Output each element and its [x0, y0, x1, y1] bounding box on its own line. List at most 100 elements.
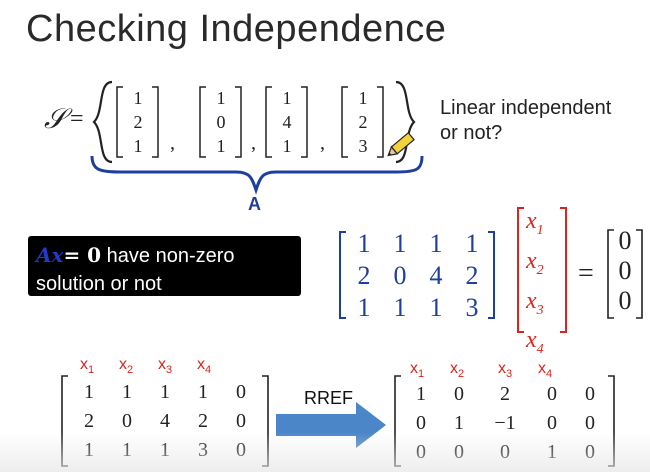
aug-cell: 1	[84, 381, 94, 403]
vector-entry: 2	[133, 112, 143, 132]
matrix-a-cell: 1	[357, 229, 371, 258]
x-var: x	[526, 287, 537, 314]
comma: ,	[251, 132, 256, 154]
rref-cell: 0	[547, 412, 557, 434]
matrix-a-cell: 1	[429, 229, 443, 258]
matrix-a-cell: 4	[429, 261, 443, 290]
matrix-a-brackets	[339, 231, 495, 319]
vector-entry: 1	[133, 88, 143, 108]
col-label: x	[498, 360, 506, 377]
left-curly-brace	[92, 80, 113, 164]
rref-cell: 0	[585, 383, 595, 405]
vector-entry: 4	[282, 112, 292, 132]
rref-cell: 1	[454, 412, 464, 434]
pencil-icon	[387, 131, 415, 157]
vector-4: 1 2 3	[356, 86, 370, 158]
col-label: x	[158, 356, 166, 373]
matrix-a-label: A	[248, 194, 261, 214]
matrix-a-cell: 2	[465, 261, 479, 290]
rref-cell: 0	[416, 412, 426, 434]
zero-vector: 0 0 0	[615, 226, 635, 316]
aug-cell: 0	[236, 381, 246, 403]
matrix-a-cell: 1	[429, 293, 443, 322]
x-sub: 4	[536, 342, 544, 358]
col-sub: 4	[546, 368, 553, 381]
aug-cell: 1	[160, 381, 170, 403]
vector-brackets	[116, 86, 384, 158]
comma: ,	[320, 132, 325, 154]
x-var: x	[526, 327, 537, 354]
page-title: Checking Independence	[26, 8, 447, 50]
ax-term: Ax	[36, 243, 64, 267]
col-label: x	[80, 356, 88, 373]
independence-question: Linear independent or not?	[440, 96, 611, 146]
rref-cell: 0	[547, 383, 557, 405]
matrix-equals: =	[578, 258, 594, 289]
col-label: x	[197, 356, 205, 373]
vector-entry: 1	[358, 88, 368, 108]
rref-label: RREF	[304, 388, 353, 408]
col-label: x	[450, 360, 458, 377]
rref-cell: −1	[494, 412, 516, 434]
vector-entry: 2	[358, 112, 368, 132]
right-curly-brace	[395, 80, 416, 164]
vector-entry: 3	[358, 136, 368, 156]
question-box-text: have non-zero	[101, 245, 235, 267]
matrix-a-cell: 1	[357, 293, 371, 322]
col-sub: 3	[506, 368, 513, 381]
set-symbol: 𝒮	[44, 104, 66, 135]
augmented-column-labels: x1 x2 x3 x4	[80, 356, 236, 376]
col-sub: 4	[205, 364, 212, 377]
equals-zero: = 0	[63, 243, 102, 267]
vector-entry: 1	[216, 88, 226, 108]
col-sub: 1	[88, 364, 95, 377]
underbrace	[90, 155, 424, 195]
matrix-a-cell: 1	[465, 229, 479, 258]
x-sub: 1	[536, 222, 544, 238]
vector-entry: 1	[216, 136, 226, 156]
col-label: x	[538, 360, 546, 377]
x-sub: 3	[536, 302, 544, 318]
matrix-a-cell: 0	[393, 261, 407, 290]
vector-entry: 1	[133, 136, 143, 156]
col-sub: 2	[127, 364, 134, 377]
vector-3: 1 4 1	[280, 86, 294, 158]
aug-cell: 1	[122, 381, 132, 403]
rref-cell: 0	[585, 412, 595, 434]
x-var: x	[526, 247, 537, 274]
rref-column-labels: x1 x2 x3 x4	[410, 360, 578, 380]
question-box-line-2: solution or not	[36, 273, 162, 295]
aug-cell: 2	[198, 410, 208, 432]
matrix-a-cell: 2	[357, 261, 371, 290]
aug-cell: 0	[122, 410, 132, 432]
col-sub: 1	[418, 368, 425, 381]
matrix-a-cell: 1	[393, 293, 407, 322]
zero-entry: 0	[618, 286, 632, 315]
aug-cell: 2	[84, 410, 94, 432]
vector-entry: 1	[282, 136, 292, 156]
x-var: x	[526, 208, 537, 234]
col-sub: 3	[166, 364, 173, 377]
rref-cell: 2	[500, 383, 510, 405]
matrix-a-cell: 3	[465, 293, 479, 322]
vector-entry: 0	[216, 112, 226, 132]
question-line-2: or not?	[440, 122, 503, 144]
vector-entry: 1	[282, 88, 292, 108]
question-box-line-1: Ax= 0 have non-zero	[28, 236, 301, 271]
vector-1: 1 2 1	[131, 86, 145, 158]
question-line-1: Linear independent	[440, 97, 612, 119]
comma: ,	[170, 132, 175, 154]
matrix-a-cell: 1	[393, 229, 407, 258]
col-label: x	[119, 356, 127, 373]
x-vector-brackets	[517, 207, 567, 333]
col-label: x	[410, 360, 418, 377]
aug-cell: 0	[236, 410, 246, 432]
rref-cell: 0	[454, 383, 464, 405]
matrix-a: 1 1 1 1 2 0 4 2 1 1 1 3	[346, 228, 490, 324]
x-sub: 2	[536, 262, 544, 278]
set-equals: =	[70, 106, 84, 132]
vector-2: 1 0 1	[214, 86, 228, 158]
x-vector: x1 x2 x3 x4	[526, 206, 544, 365]
aug-cell: 4	[160, 410, 170, 432]
col-sub: 2	[458, 368, 465, 381]
